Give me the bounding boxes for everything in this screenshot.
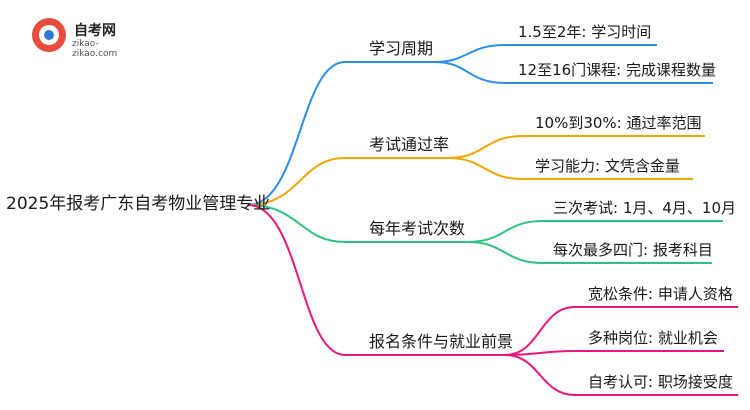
leaf-connector-3-1	[467, 220, 723, 243]
branch-connector-2	[247, 157, 448, 206]
branch-label-study-period: 学习周期	[369, 39, 434, 58]
leaf-connector-4-2	[504, 350, 724, 356]
leaf-loose-conditions: 宽松条件: 申请人资格	[588, 285, 733, 303]
leaf-recognition: 自考认可: 职场接受度	[588, 373, 733, 391]
branch-connector-1	[247, 61, 435, 206]
leaf-job-positions: 多种岗位: 就业机会	[588, 329, 718, 347]
site-logo[interactable]: 自考网 zikao-zikao.com	[32, 18, 142, 59]
leaf-connector-4-3	[504, 354, 738, 396]
leaf-connector-2-1	[447, 135, 705, 159]
leaf-pass-rate-range: 10%到30%: 通过率范围	[535, 114, 702, 132]
leaf-study-duration: 1.5至2年: 学习时间	[518, 23, 652, 41]
leaf-connector-1-1	[434, 44, 657, 63]
leaf-connector-4-1	[504, 306, 738, 356]
leaf-max-four-subjects: 每次最多四门: 报考科目	[553, 241, 713, 259]
logo-dot-icon	[44, 30, 54, 40]
root-topic: 2025年报考广东自考物业管理专业	[6, 194, 271, 214]
leaf-connector-3-2	[467, 241, 712, 264]
leaf-connector-2-2	[447, 157, 693, 180]
branch-connector-4	[247, 204, 505, 356]
logo-name: 自考网	[74, 23, 116, 39]
branch-connector-3	[247, 204, 468, 243]
logo-url: zikao-zikao.com	[72, 39, 118, 59]
leaf-connector-1-2	[434, 61, 713, 84]
branch-label-exam-frequency: 每年考试次数	[369, 219, 466, 238]
branch-label-pass-rate: 考试通过率	[369, 135, 450, 154]
branch-label-conditions-prospects: 报名条件与就业前景	[369, 332, 514, 351]
leaf-three-exams: 三次考试: 1月、4月、10月	[553, 199, 736, 217]
leaf-learning-ability: 学习能力: 文凭含金量	[535, 157, 680, 175]
leaf-course-count: 12至16门课程: 完成课程数量	[518, 61, 716, 79]
